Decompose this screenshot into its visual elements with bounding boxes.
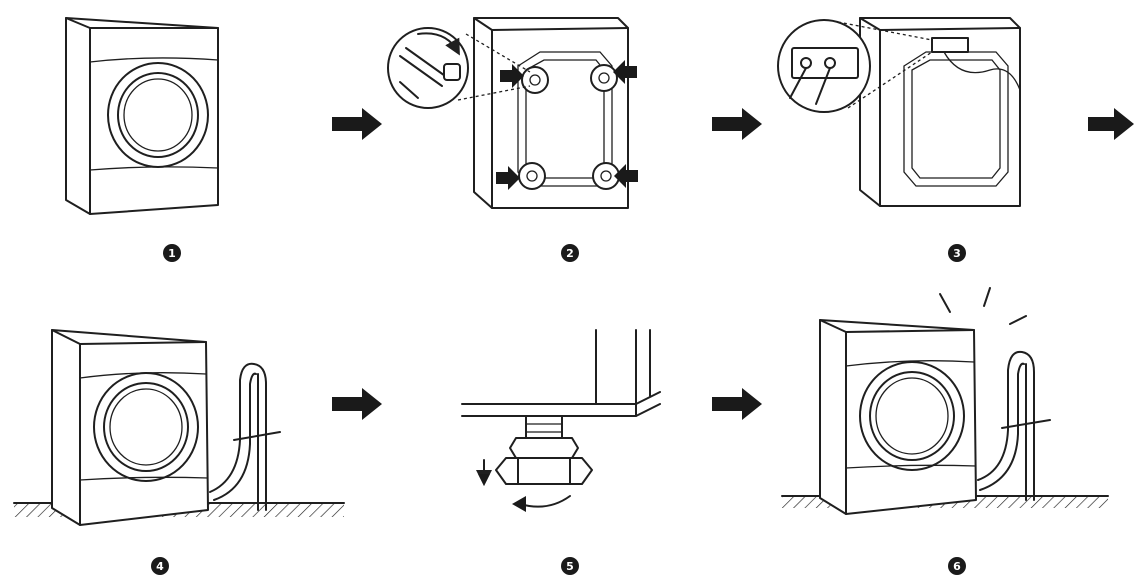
step-badge-5: 5 <box>561 557 579 575</box>
step-badge-4: 4 <box>151 557 169 575</box>
step-5-illustration <box>461 329 661 512</box>
connect-hoses-icon <box>777 17 1021 207</box>
place-washer-icon <box>13 329 345 526</box>
washer-front-icon <box>65 17 219 215</box>
step-1-illustration <box>65 17 219 215</box>
step-number: 4 <box>156 560 164 573</box>
step-badge-6: 6 <box>948 557 966 575</box>
step-badge-3: 3 <box>948 244 966 262</box>
step-badge-2: 2 <box>561 244 579 262</box>
step-number: 2 <box>566 247 574 260</box>
step-number: 1 <box>168 247 176 260</box>
remove-transit-bolts-icon <box>387 17 638 209</box>
step-2-illustration <box>387 17 638 209</box>
step-number: 5 <box>566 560 574 573</box>
check-stability-icon <box>781 287 1109 515</box>
step-number: 6 <box>953 560 961 573</box>
flow-arrow <box>332 108 382 140</box>
step-badge-1: 1 <box>163 244 181 262</box>
flow-arrow <box>332 388 382 420</box>
flow-arrow <box>712 388 762 420</box>
step-number: 3 <box>953 247 961 260</box>
step-6-illustration <box>781 287 1109 515</box>
flow-arrow <box>1088 108 1134 140</box>
step-3-illustration <box>777 17 1021 207</box>
adjust-leveling-foot-icon <box>461 329 661 512</box>
flow-arrow <box>712 108 762 140</box>
step-4-illustration <box>13 329 345 526</box>
